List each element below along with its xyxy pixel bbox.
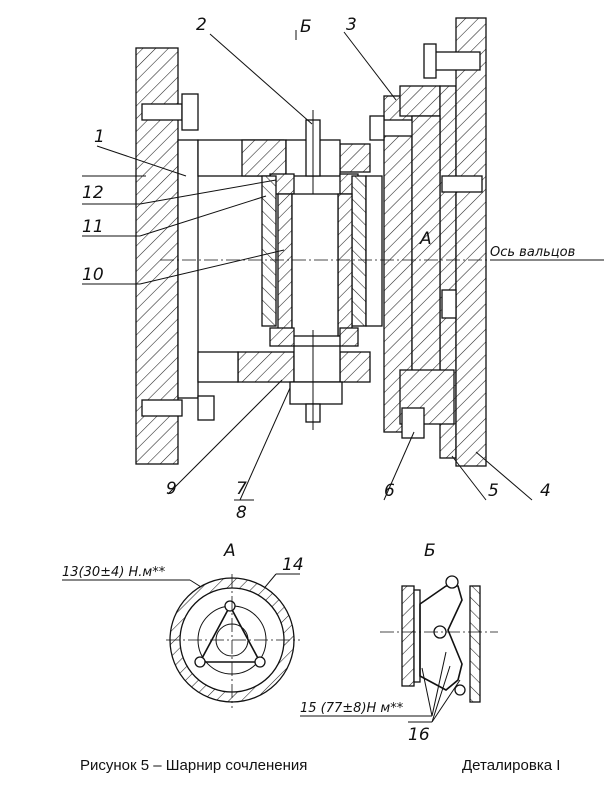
- top-right-nut: [423, 43, 437, 79]
- lower-clamp-inner: [401, 407, 425, 439]
- label-4: 4: [540, 481, 551, 501]
- axis-label: Ось вальцов: [490, 245, 575, 260]
- lower-clamp: [399, 369, 455, 425]
- label-9: 9: [166, 479, 177, 499]
- main-section-view: [135, 17, 604, 467]
- leader-lines: [82, 30, 533, 501]
- upper-bracket-hatch: [241, 139, 287, 177]
- left-top-nut: [181, 93, 199, 131]
- lower-ring-left: [269, 327, 295, 347]
- upper-right-block: [339, 143, 371, 173]
- lower-housing: [293, 345, 341, 383]
- lower-right-block: [339, 351, 371, 383]
- section-caption: Деталировка I: [462, 757, 560, 774]
- bushing-inner-left: [277, 193, 293, 337]
- lower-ring-right: [339, 327, 359, 347]
- right-plate-base: [411, 115, 441, 417]
- figure-caption: Рисунок 5 – Шарнир сочленения: [80, 757, 307, 774]
- label-3: 3: [346, 15, 357, 35]
- view-a-title: А: [223, 541, 236, 561]
- label-11: 11: [82, 217, 104, 237]
- torque-13: 13(30±4) Н.м**: [62, 565, 166, 580]
- label-6: 6: [384, 481, 395, 501]
- middle-plate-top: [399, 85, 441, 117]
- label-2: 2: [196, 15, 207, 35]
- torque-15: 15 (77±8)Н м**: [300, 701, 404, 716]
- label-5: 5: [488, 481, 499, 501]
- view-b: Б 15 (77±8)Н м** 16: [300, 541, 498, 745]
- bottom-nut: [289, 381, 343, 405]
- bushing-inner-right: [337, 193, 353, 337]
- mid-right-bolt-1: [441, 175, 483, 193]
- label-7: 7: [236, 479, 247, 499]
- view-a-marker: А: [419, 229, 432, 249]
- view-b-title: Б: [424, 541, 436, 561]
- mid-right-bolt-2: [441, 289, 457, 319]
- label-14: 14: [282, 555, 304, 575]
- pin-shaft: [291, 193, 339, 337]
- left-bottom-bolt: [141, 399, 183, 417]
- left-flange: [177, 139, 199, 399]
- label-10: 10: [82, 265, 104, 285]
- lower-bracket: [237, 351, 295, 383]
- right-plate-4: [455, 17, 487, 467]
- bushing-outer-left: [261, 175, 277, 327]
- left-top-bolt: [141, 103, 183, 121]
- label-1: 1: [94, 127, 105, 147]
- section-b-marker: Б: [300, 17, 312, 37]
- middle-bolt-head: [369, 115, 385, 141]
- left-bottom-nut: [197, 395, 215, 421]
- view-a: А 13(30±4) Н.м** 14: [62, 541, 304, 708]
- top-right-bolt: [429, 51, 481, 71]
- label-12: 12: [82, 183, 104, 203]
- label-8: 8: [236, 503, 247, 523]
- right-spacer: [365, 175, 383, 327]
- label-16: 16: [408, 725, 430, 745]
- bushing-outer-right: [351, 175, 367, 327]
- lower-bracket-plain: [197, 351, 239, 383]
